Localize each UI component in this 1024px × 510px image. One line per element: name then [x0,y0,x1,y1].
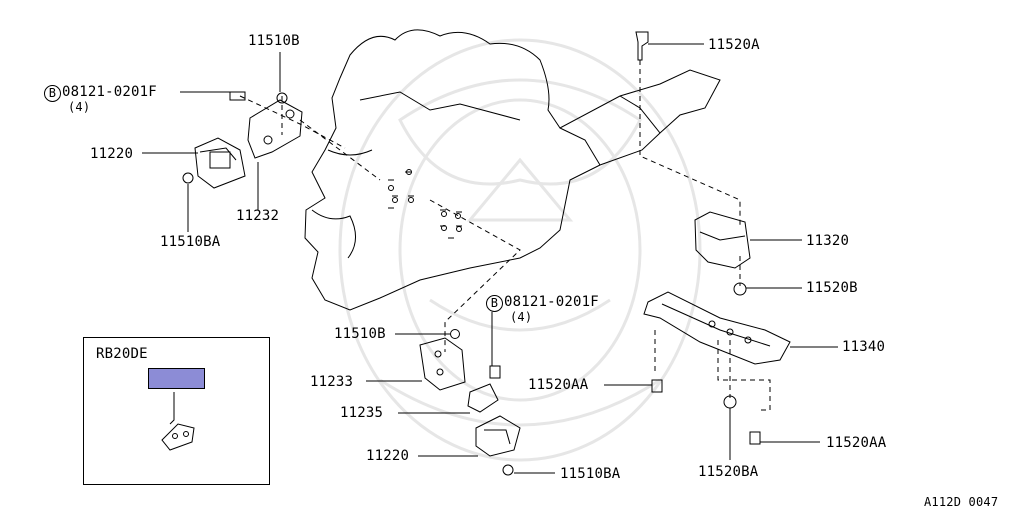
label-11510B-top: 11510B [248,33,300,49]
alignment-lines [239,60,771,411]
label-11520A: 11520A [708,37,760,53]
label-11232: 11232 [236,208,280,224]
label-11235: 11235 [340,405,384,421]
label-11320: 11320 [806,233,850,249]
washer-11520B [733,282,747,296]
nut-11510B-top [276,92,288,104]
plate-11235 [467,383,499,413]
bolt-08121-top [229,91,246,101]
right-engine-mount-group [419,329,521,476]
leader-lines [142,43,838,474]
label-11510B-mid: 11510B [334,326,386,342]
bolt-prefix-b-icon: B [486,295,503,312]
bracket-11233 [419,337,466,391]
label-11220-mid: 11220 [366,448,410,464]
label-11340: 11340 [842,339,886,355]
insulator-11220-mid [475,415,521,457]
inset-title: RB20DE [96,346,148,362]
crossmember-11340 [643,291,791,365]
nut-11510BA-left [182,172,194,184]
label-11220-left: 11220 [90,146,134,162]
nut-11510B-mid [450,329,460,339]
label-11520B: 11520B [806,280,858,296]
label-11510BA-mid: 11510BA [560,466,621,482]
bracket-11232 [247,99,303,159]
label-11233: 11233 [310,374,354,390]
label-08121-top-text: 08121-0201F [62,84,157,100]
redacted-part-label [148,368,205,389]
bolt-11520AA-right [749,431,761,445]
bolt-prefix-b-icon: B [44,85,61,102]
label-11510BA-left: 11510BA [160,234,221,250]
bolt-11520A [635,31,649,61]
bolt-08121-mid [489,365,501,379]
engine-variant-inset: RB20DE [83,337,270,485]
left-engine-mount-group [182,91,303,189]
insulator-11220-left [194,137,246,189]
diagram-code: A112D 0047 [924,495,999,509]
label-11520BA: 11520BA [698,464,759,480]
inset-bracket-illustration [161,423,195,451]
nut-11510BA-mid [502,464,514,476]
label-08121-mid-qty: (4) [510,310,533,324]
insulator-11320 [694,211,751,269]
label-11520AA-right: 11520AA [826,435,887,451]
engine-transmission-assembly [304,29,721,311]
bolt-11520AA-left [651,379,663,393]
rear-mount-group [635,31,791,445]
label-08121-mid-text: 08121-0201F [504,294,599,310]
label-11520AA-left: 11520AA [528,377,589,393]
label-08121-top-qty: (4) [68,100,91,114]
watermark-emblem [338,38,702,462]
